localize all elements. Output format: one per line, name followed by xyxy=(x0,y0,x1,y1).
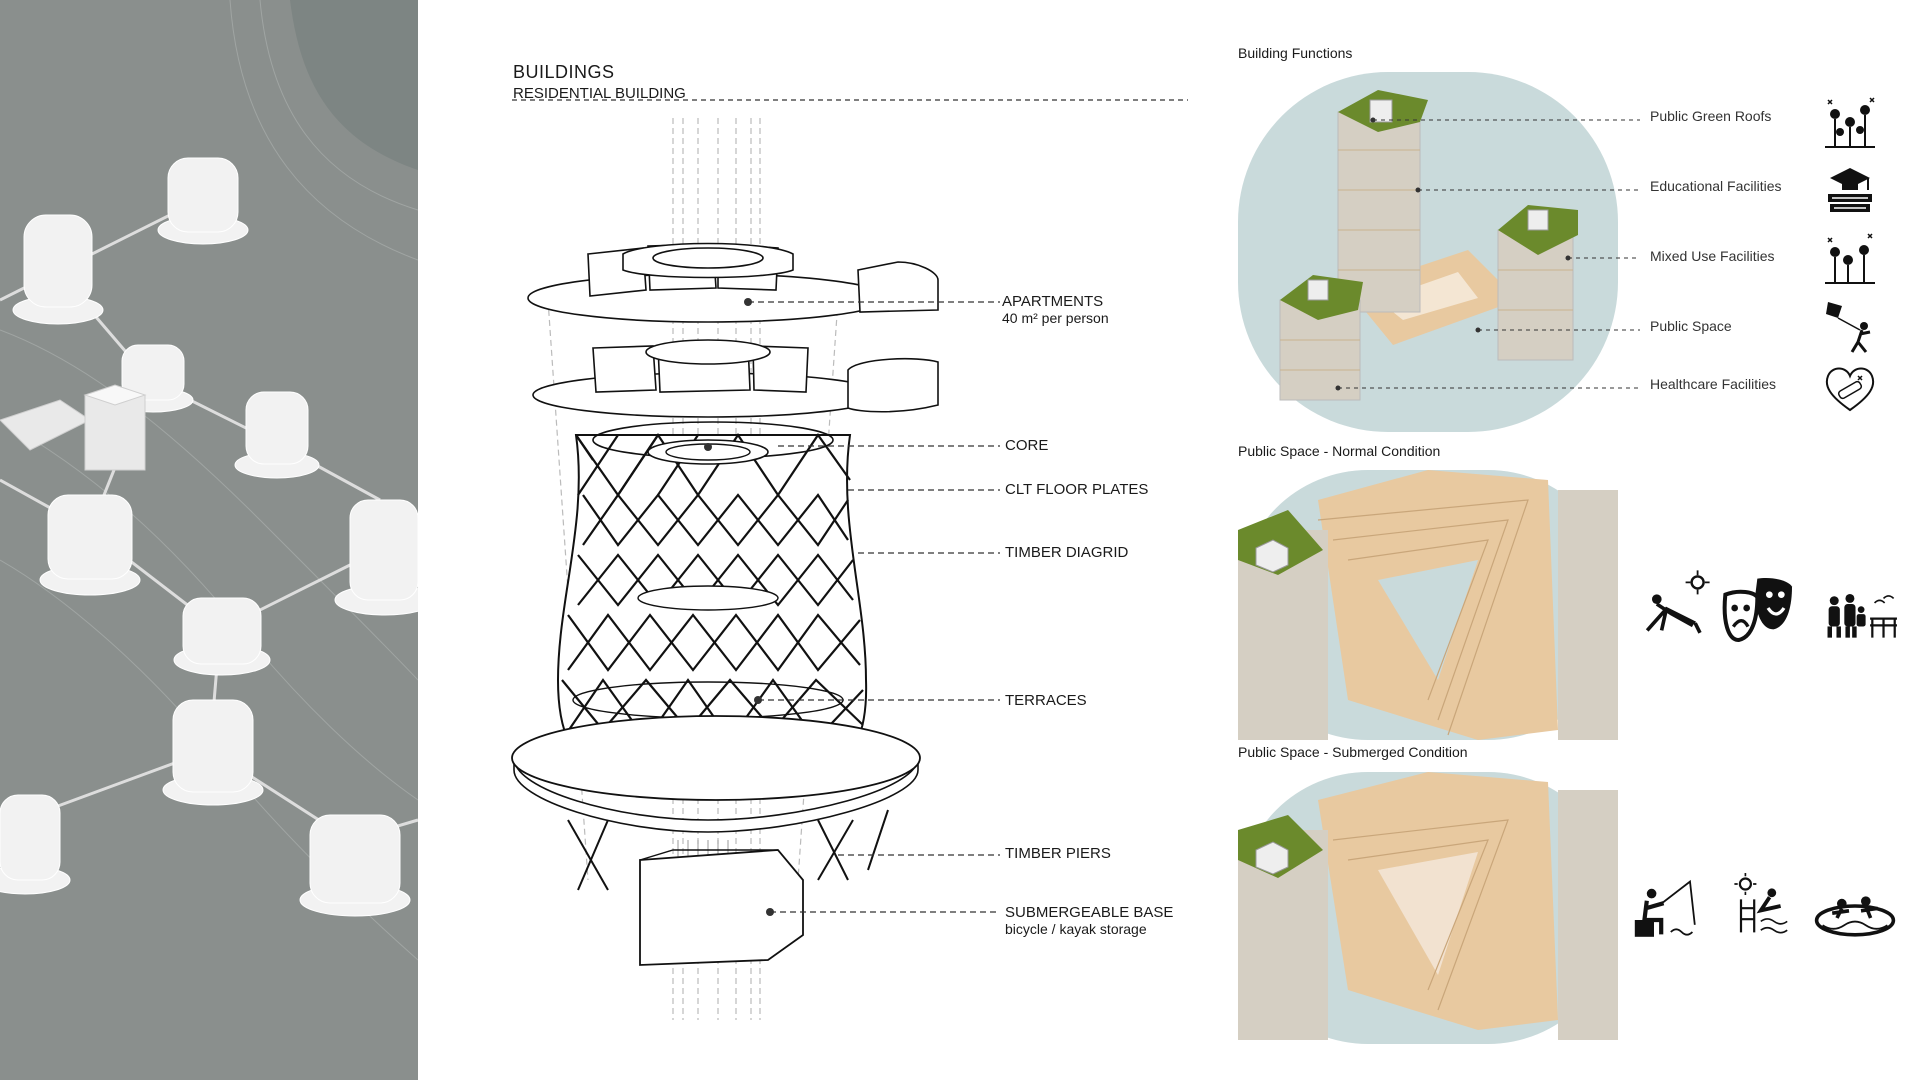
function-label-healthcare: Healthcare Facilities xyxy=(1650,376,1777,392)
apartments-upper-module xyxy=(527,242,939,323)
callout-terraces: TERRACES xyxy=(1005,692,1087,709)
timber-diagrid-tower xyxy=(556,421,868,761)
apartments-lower-module xyxy=(532,339,939,418)
fishing-icon xyxy=(1634,879,1696,937)
callout-timber-piers: TIMBER PIERS xyxy=(1005,845,1111,862)
context-aerial-render xyxy=(0,0,418,1080)
function-label-educational: Educational Facilities xyxy=(1650,178,1782,194)
functions-panel-title: Building Functions xyxy=(1238,45,1353,61)
callout-timber-diagrid: TIMBER DIAGRID xyxy=(1005,544,1129,561)
theatre-masks-icon xyxy=(1722,577,1792,643)
callout-apartments: APARTMENTS 40 m² per person xyxy=(1002,293,1109,327)
function-leaders xyxy=(1338,119,1640,389)
callout-apartments-sub: 40 m² per person xyxy=(1002,310,1109,326)
submerged-panel-title: Public Space - Submerged Condition xyxy=(1238,744,1468,760)
normal-condition-visual xyxy=(1238,470,1618,740)
function-label-public-space: Public Space xyxy=(1650,318,1732,334)
callout-core: CORE xyxy=(1005,437,1049,454)
callout-submergeable-base-label: SUBMERGEABLE BASE xyxy=(1005,904,1174,921)
normal-panel-title: Public Space - Normal Condition xyxy=(1238,443,1441,459)
pool-icon xyxy=(1814,896,1896,937)
graduation-books-icon xyxy=(1828,168,1872,212)
submergeable-base-box xyxy=(639,849,804,966)
callout-submergeable-base-sub: bicycle / kayak storage xyxy=(1005,921,1147,937)
function-label-green-roofs: Public Green Roofs xyxy=(1650,108,1772,124)
section-subtitle: RESIDENTIAL BUILDING xyxy=(513,85,686,102)
swimming-ladder-icon xyxy=(1734,873,1788,934)
sunbathing-icon xyxy=(1645,570,1710,634)
kite-person-icon xyxy=(1826,302,1871,353)
garden-icon xyxy=(1825,97,1875,148)
section-title: BUILDINGS xyxy=(513,62,615,82)
submerged-condition-visual xyxy=(1238,772,1618,1044)
function-label-mixed-use: Mixed Use Facilities xyxy=(1650,248,1775,264)
market-garden-icon xyxy=(1825,233,1875,284)
function-leader-dots xyxy=(1335,117,1571,391)
family-icon xyxy=(1827,593,1897,638)
callout-apartments-label: APARTMENTS xyxy=(1002,293,1104,310)
timber-piers xyxy=(567,809,889,891)
callout-submergeable-base: SUBMERGEABLE BASE bicycle / kayak storag… xyxy=(1005,904,1174,938)
callout-leaders xyxy=(748,301,1000,913)
heart-bandage-icon xyxy=(1825,367,1875,412)
base-platform xyxy=(511,298,921,966)
callout-clt-floor-plates: CLT FLOOR PLATES xyxy=(1005,481,1149,498)
main-drawing xyxy=(511,72,1640,1044)
building-functions-visual xyxy=(1238,72,1618,432)
